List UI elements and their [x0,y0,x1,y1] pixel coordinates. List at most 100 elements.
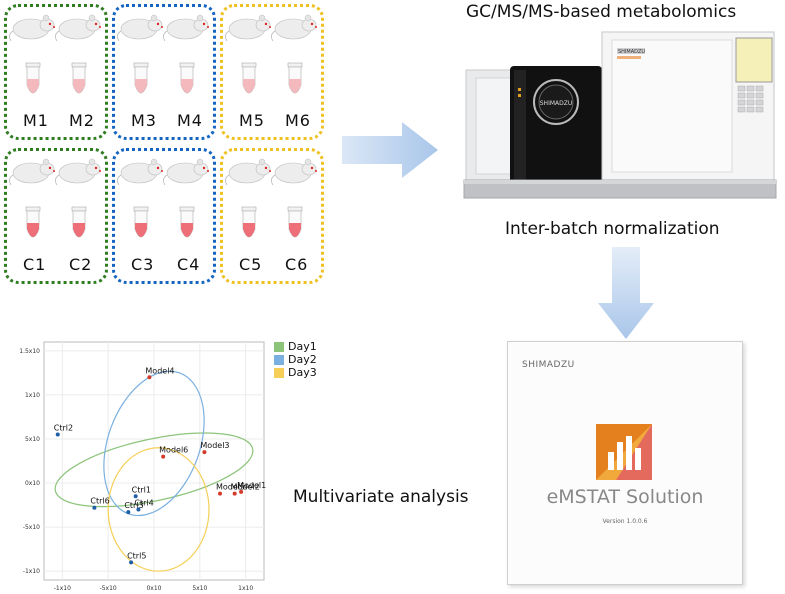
sample-tube-icon [133,206,149,238]
sample-label: C5 [239,255,263,274]
data-point [232,491,237,496]
gc-ms-instrument-image: SHIMADZU SHIMADZU [463,31,777,199]
data-point [126,510,131,515]
confidence-ellipse [54,432,254,508]
software-name: eMSTAT Solution [546,486,704,508]
legend-label: Day2 [288,353,317,366]
x-tick-label: 5x10 [192,585,207,592]
y-tick-label: -1x10 [23,568,40,575]
sample-label: C4 [177,255,201,274]
legend-swatch [274,354,284,365]
x-tick-label: -1x10 [54,585,71,592]
y-tick-label: -5x10 [23,524,40,531]
y-tick-label: 1x10 [25,392,40,399]
legend-item: Day3 [274,366,317,379]
data-point [129,560,134,565]
data-point [92,505,97,510]
mice-and-tubes-icon [9,158,101,238]
point-label: Model2 [231,483,260,492]
sample-label: M1 [23,111,49,130]
software-brand: SHIMADZU [522,360,575,370]
arrow-down-icon [598,247,654,339]
sample-label: C3 [131,255,155,274]
legend-swatch [274,341,284,352]
y-tick-label: 0x10 [25,480,40,487]
sample-label: M6 [285,111,311,130]
arrow-right-icon [342,122,438,178]
mouse-icon [225,14,271,42]
sample-group-box: C3 C4 [112,148,216,284]
y-tick-label: 5x10 [25,436,40,443]
sample-tube-icon [133,62,149,94]
data-point [218,491,222,496]
instrument-brand-label: SHIMADZU [618,49,645,55]
sample-label: C1 [23,255,47,274]
normalization-label: Inter-batch normalization [505,219,720,239]
mouse-icon [9,158,55,186]
data-point [239,489,244,494]
mouse-icon [271,14,317,42]
x-tick-label: -5x10 [100,585,117,592]
data-point [55,432,60,437]
mice-and-tubes-icon [117,14,209,94]
legend-label: Day3 [288,366,317,379]
mouse-icon [117,14,163,42]
sample-group-box: M1 M2 [4,4,108,140]
sample-tube-icon [25,206,41,238]
sample-label: C2 [69,255,93,274]
sample-tube-icon [287,206,303,238]
mouse-icon [163,158,209,186]
mouse-icon [55,158,101,186]
legend-item: Day2 [274,353,317,366]
mice-and-tubes-icon [117,158,209,238]
data-point [202,450,207,455]
sample-label: C6 [285,255,309,274]
mice-and-tubes-icon [225,158,317,238]
sample-tube-icon [179,62,195,94]
mice-and-tubes-icon [225,14,317,94]
legend-item: Day1 [274,340,317,353]
mice-and-tubes-icon [9,14,101,94]
point-label: Ctrl4 [134,498,153,507]
point-label: Ctrl1 [132,485,151,494]
sample-group-box: M3 M4 [112,4,216,140]
sample-group-box: C5 C6 [220,148,324,284]
sample-label: M2 [69,111,95,130]
mouse-icon [55,14,101,42]
legend-swatch [274,367,284,378]
mouse-icon [117,158,163,186]
instrument-title: GC/MS/MS-based metabolomics [466,2,737,22]
legend-label: Day1 [288,340,317,353]
data-point [161,454,166,459]
sample-tube-icon [25,62,41,94]
mouse-icon [9,14,55,42]
sample-label: M5 [239,111,265,130]
software-package: SHIMADZU eMSTAT Solution Version 1.0.0.6 [507,341,743,585]
point-label: Model4 [145,366,174,375]
y-tick-label: 1.5x10 [19,348,40,355]
sample-tube-icon [287,62,303,94]
data-point [133,494,138,499]
multivariate-label: Multivariate analysis [293,487,469,507]
data-point [147,375,152,380]
sample-group-box: M5 M6 [220,4,324,140]
x-tick-label: 1x10 [238,585,253,592]
sample-group-box: C1 C2 [4,148,108,284]
sample-label: M4 [177,111,203,130]
svg-text:SHIMADZU: SHIMADZU [540,100,573,107]
point-label: Model1 [237,481,266,490]
sample-label: M3 [131,111,157,130]
point-label: Ctrl3 [124,501,143,510]
sample-tube-icon [241,206,257,238]
point-label: Model6 [159,446,188,455]
confidence-ellipse [107,447,210,572]
data-point [136,507,141,512]
sample-tube-icon [71,206,87,238]
sample-tube-icon [179,206,195,238]
emstat-logo-icon [596,424,652,480]
software-version: Version 1.0.0.6 [602,518,648,525]
point-label: Model5 [216,483,245,492]
mouse-icon [271,158,317,186]
point-label: Model3 [200,441,229,450]
